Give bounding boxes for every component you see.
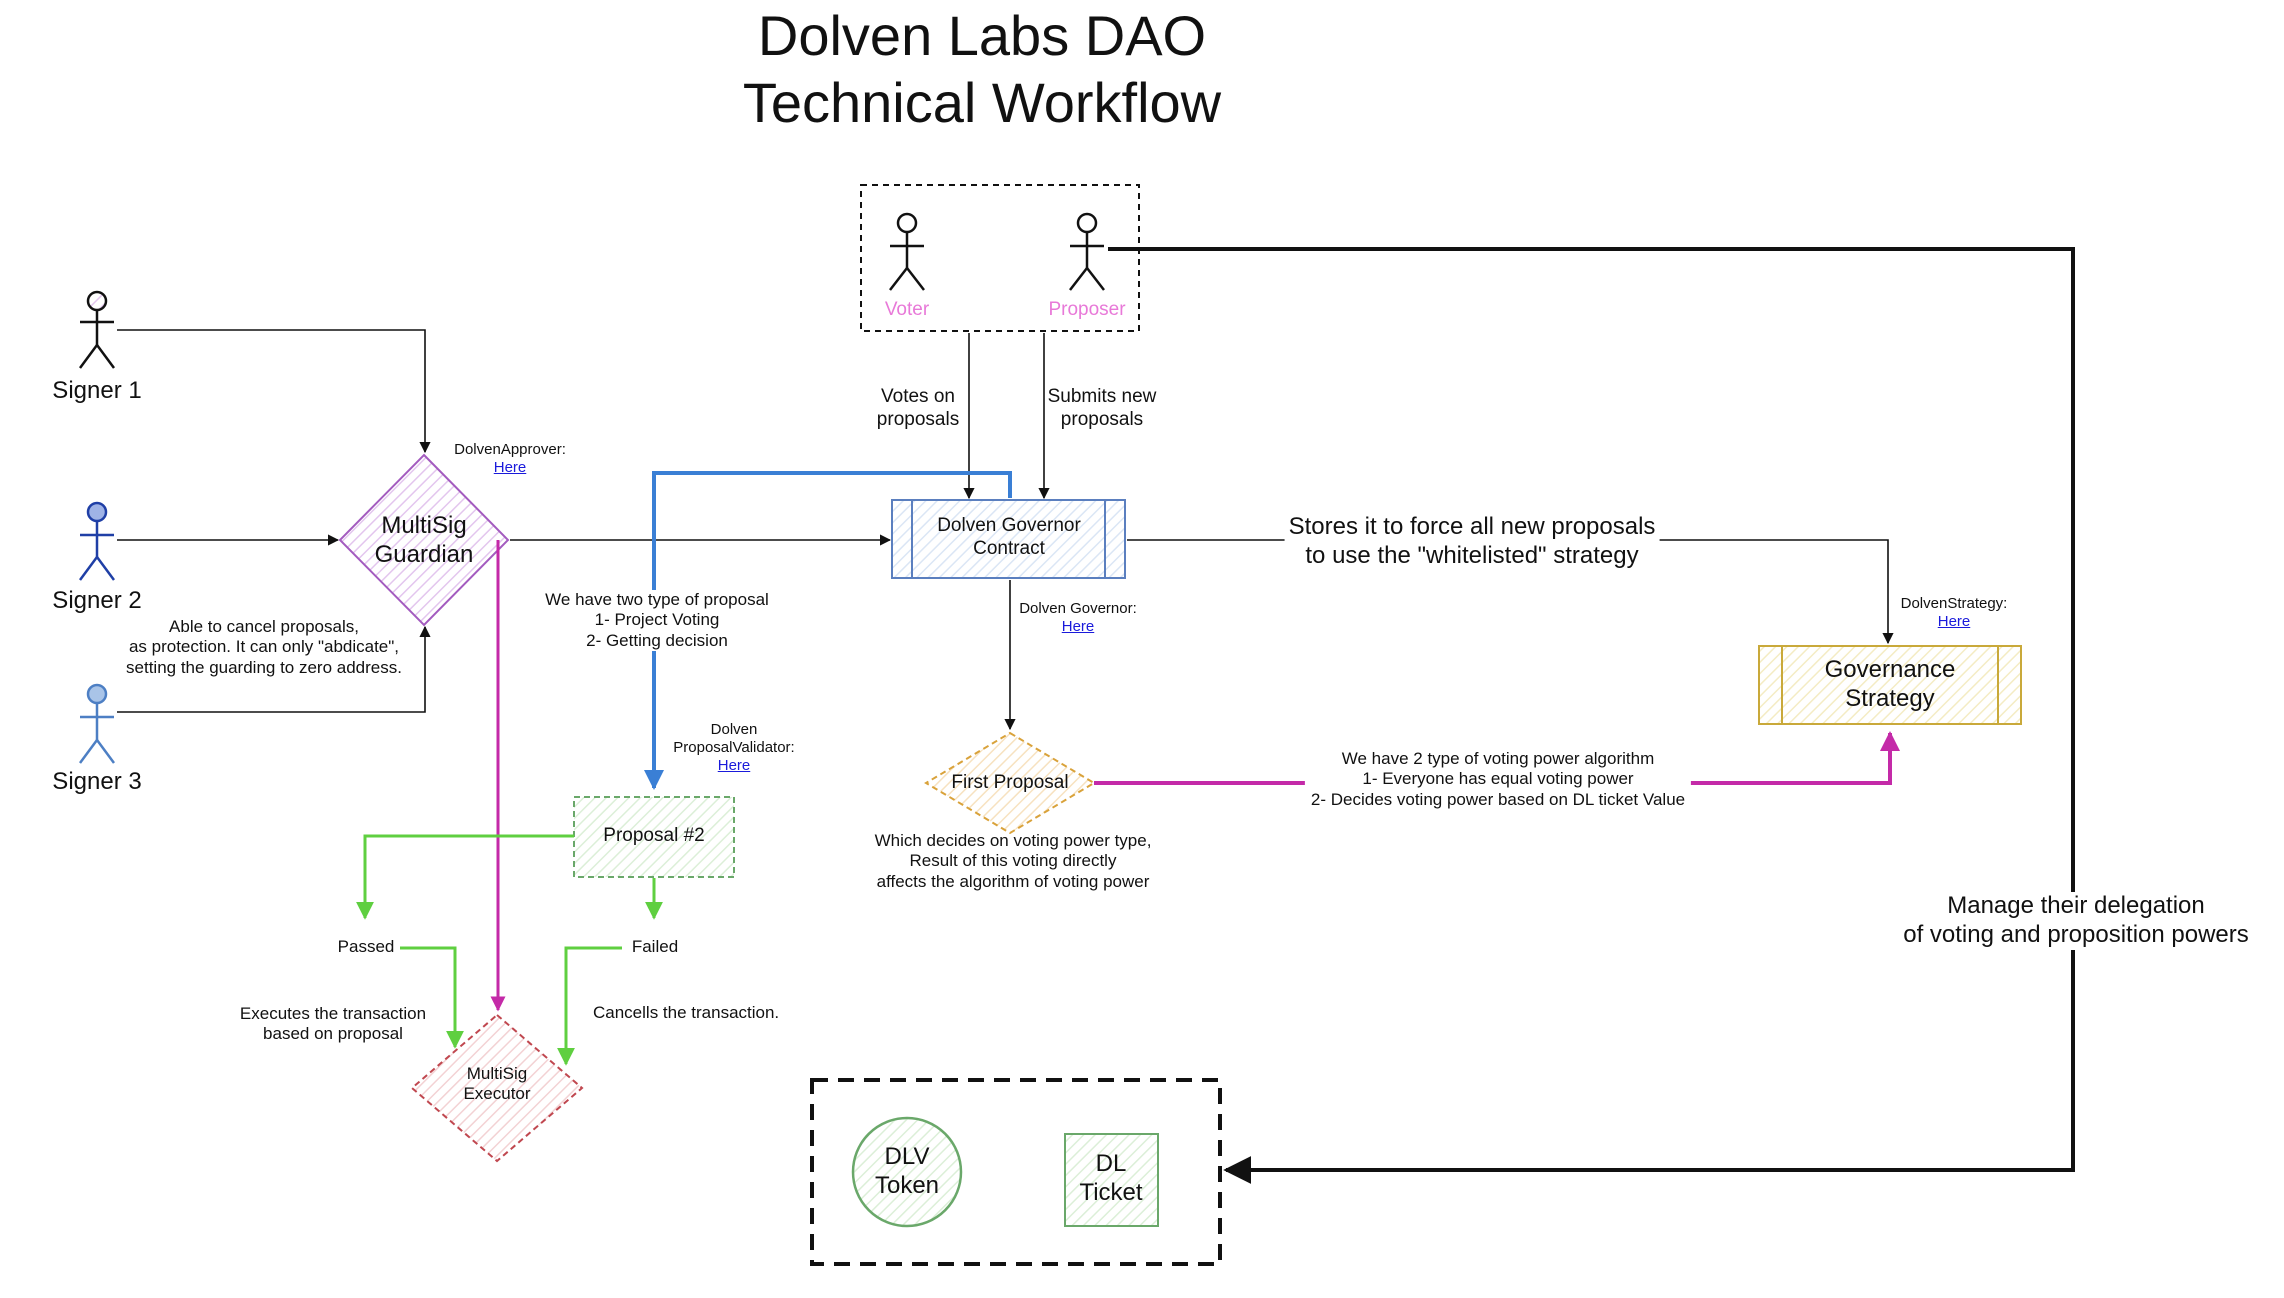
passed-label: Passed <box>333 937 399 958</box>
proposer-label: Proposer <box>1048 299 1126 320</box>
failed-label: Failed <box>627 937 683 958</box>
proposal-2-node <box>573 796 735 878</box>
delegation-note: Manage their delegation of voting and pr… <box>1899 892 2253 950</box>
proposer-icon <box>1069 212 1105 291</box>
dlv-token-node <box>851 1116 963 1228</box>
green-connectors <box>356 834 663 1066</box>
first-proposal-node <box>924 731 1096 835</box>
signer-2-label: Signer 2 <box>52 587 142 614</box>
approver-ref: DolvenApprover: Here <box>454 441 566 477</box>
first-proposal-label: First Proposal <box>951 772 1069 793</box>
governance-strategy-label: Governance Strategy <box>1824 656 1956 712</box>
approver-link[interactable]: Here <box>493 459 527 476</box>
dl-ticket-label: DL Ticket <box>1079 1150 1143 1206</box>
page-title: Dolven Labs DAO Technical Workflow <box>742 4 1222 135</box>
governor-ref: Dolven Governor: Here <box>1019 600 1137 636</box>
signer-2-icon <box>78 501 116 581</box>
submits-note: Submits new proposals <box>1047 386 1157 430</box>
multisig-guardian-node <box>338 453 510 627</box>
signer-1-label: Signer 1 <box>52 377 142 404</box>
validator-ref: Dolven ProposalValidator: Here <box>673 721 795 774</box>
stores-note: Stores it to force all new proposals to … <box>1284 513 1660 571</box>
governance-strategy-node <box>1758 645 2022 725</box>
actors-box <box>860 184 1140 332</box>
signer-3-icon <box>78 683 116 764</box>
multisig-guardian-label: MultiSig Guardian <box>374 512 474 568</box>
approver-ref-label: DolvenApprover: <box>454 441 566 458</box>
voter-label: Voter <box>884 299 930 320</box>
strategy-ref: DolvenStrategy: Here <box>1901 595 2008 631</box>
governor-link[interactable]: Here <box>1061 618 1095 635</box>
executes-note: Executes the transaction based on propos… <box>239 1004 427 1044</box>
signer-1-icon <box>78 290 116 369</box>
guardian-note: Able to cancel proposals, as protection.… <box>126 617 402 677</box>
strategy-ref-label: DolvenStrategy: <box>1900 595 2008 612</box>
multisig-executor-node <box>410 1013 584 1163</box>
proposal-2-label: Proposal #2 <box>603 825 705 846</box>
multisig-executor-label: MultiSig Executor <box>463 1064 531 1104</box>
strategy-link[interactable]: Here <box>1937 613 1971 630</box>
tokens-box <box>810 1078 1222 1266</box>
governor-contract-node <box>891 499 1126 579</box>
votes-on-note: Votes on proposals <box>876 386 960 430</box>
validator-link[interactable]: Here <box>717 757 751 774</box>
first-proposal-note: Which decides on voting power type, Resu… <box>874 831 1152 891</box>
voting-algorithm-note: We have 2 type of voting power algorithm… <box>1304 749 1692 811</box>
proposal-types-note: We have two type of proposal 1- Project … <box>545 590 769 652</box>
cancels-note: Cancells the transaction. <box>593 1003 780 1022</box>
delegation-connector <box>1108 247 2075 1184</box>
dlv-token-label: DLV Token <box>874 1143 940 1199</box>
governor-ref-label: Dolven Governor: <box>1019 600 1137 617</box>
dl-ticket-node <box>1064 1133 1159 1227</box>
voter-icon <box>889 212 925 291</box>
governor-contract-label: Dolven Governor Contract <box>937 515 1081 559</box>
signer-3-label: Signer 3 <box>52 768 142 795</box>
